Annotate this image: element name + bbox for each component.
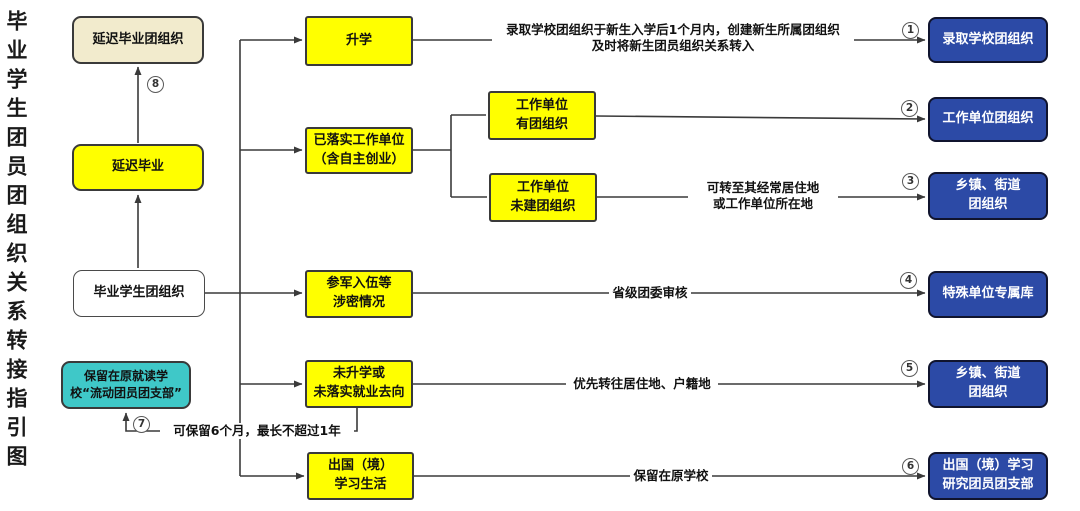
annotation-provincial-review: 省级团委审核 <box>609 285 691 301</box>
node-work-unit-org: 工作单位团组织 <box>928 97 1048 142</box>
annotation-residence-note: 可转至其经常居住地 或工作单位所在地 <box>688 180 838 212</box>
node-work-no-org: 工作单位 未建团组织 <box>489 173 597 222</box>
node-abroad: 出国（境） 学习生活 <box>307 452 414 500</box>
node-special-unit-db: 特殊单位专属库 <box>928 271 1048 318</box>
node-delayed-grad: 延迟毕业 <box>72 144 204 191</box>
node-mobile-member-branch: 保留在原就读学 校“流动团员团支部” <box>61 361 191 409</box>
annotation-retain-6-months: 可保留6个月，最长不超过1年 <box>160 423 354 439</box>
node-grad-student-org: 毕业学生团组织 <box>73 270 205 317</box>
step-mark-3: 3 <box>902 173 919 190</box>
annotation-retain-school: 保留在原学校 <box>630 468 712 484</box>
page-title: 毕业学生团员团组织关系转接指引图 <box>4 10 28 474</box>
node-further-study: 升学 <box>305 16 413 66</box>
step-mark-8: 8 <box>147 76 164 93</box>
step-mark-7: 7 <box>133 416 150 433</box>
step-mark-1: 1 <box>902 22 919 39</box>
node-delayed-grad-org: 延迟毕业团组织 <box>72 16 204 64</box>
node-township-street-org-5: 乡镇、街道 团组织 <box>928 360 1048 408</box>
annotation-priority-transfer: 优先转往居住地、户籍地 <box>566 376 718 392</box>
node-abroad-study-branch: 出国（境）学习 研究团员团支部 <box>928 452 1048 500</box>
node-township-street-org-3: 乡镇、街道 团组织 <box>928 172 1048 220</box>
node-no-study-no-job: 未升学或 未落实就业去向 <box>305 360 413 408</box>
step-mark-6: 6 <box>902 458 919 475</box>
node-work-has-org: 工作单位 有团组织 <box>488 91 596 140</box>
node-admitted-school-org: 录取学校团组织 <box>928 17 1048 63</box>
node-military: 参军入伍等 涉密情况 <box>305 270 413 318</box>
step-mark-4: 4 <box>900 272 917 289</box>
annotation-admission-note: 录取学校团组织于新生入学后1个月内，创建新生所属团组织 及时将新生团员组织关系转… <box>492 22 854 54</box>
node-employed: 已落实工作单位 （含自主创业） <box>305 127 413 174</box>
step-mark-2: 2 <box>901 100 918 117</box>
step-mark-5: 5 <box>901 360 918 377</box>
